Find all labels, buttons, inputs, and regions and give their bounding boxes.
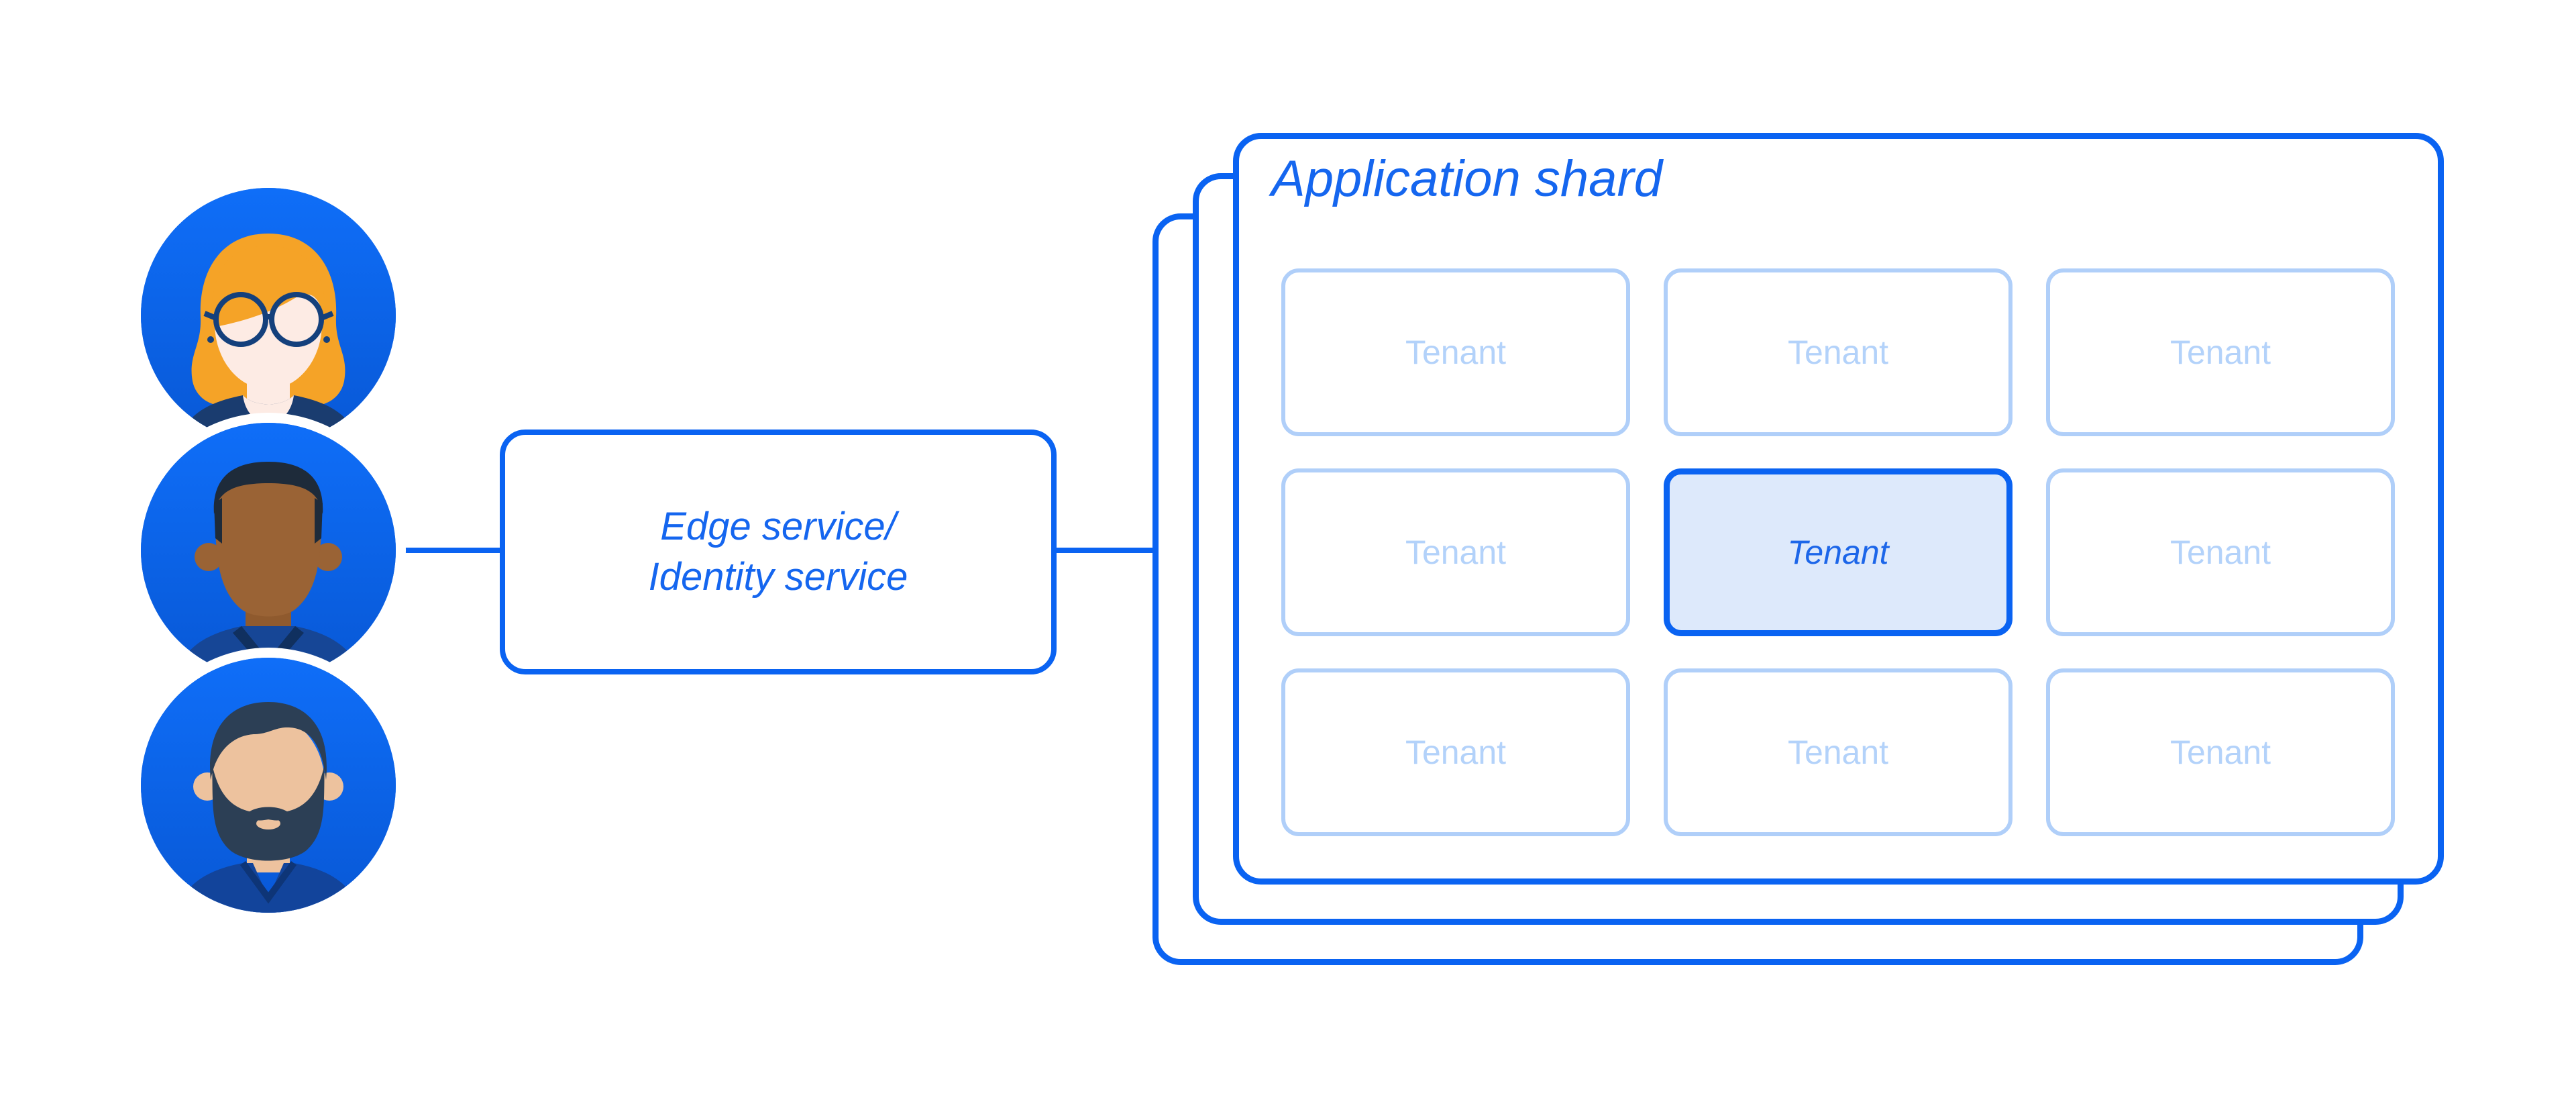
tenant-grid: Tenant Tenant Tenant Tenant Tenant Tenan… — [1281, 268, 2395, 836]
tenant-cell: Tenant — [2046, 668, 2395, 836]
tenant-cell-highlighted: Tenant — [1664, 468, 2012, 636]
edge-identity-service-box: Edge service/ Identity service — [500, 430, 1057, 674]
application-shard-title: Application shard — [1271, 150, 1663, 207]
connector-edge-to-shard-line — [1053, 548, 1157, 553]
tenant-cell: Tenant — [1664, 668, 2012, 836]
tenant-cell: Tenant — [1281, 668, 1630, 836]
tenant-cell: Tenant — [1281, 268, 1630, 436]
tenant-cell: Tenant — [1281, 468, 1630, 636]
man-short-hair-avatar-icon — [141, 423, 396, 678]
connector-users-to-edge-line — [392, 548, 503, 553]
edge-service-label-line2: Identity service — [648, 554, 908, 599]
tenant-cell: Tenant — [1664, 268, 2012, 436]
tenant-cell: Tenant — [2046, 268, 2395, 436]
application-shard-front: Application shard Tenant Tenant Tenant T… — [1233, 133, 2444, 885]
man-beard-avatar-icon — [141, 658, 396, 913]
woman-glasses-avatar-icon — [141, 188, 396, 443]
tenant-cell: Tenant — [2046, 468, 2395, 636]
edge-service-label-line1: Edge service/ — [660, 505, 896, 549]
